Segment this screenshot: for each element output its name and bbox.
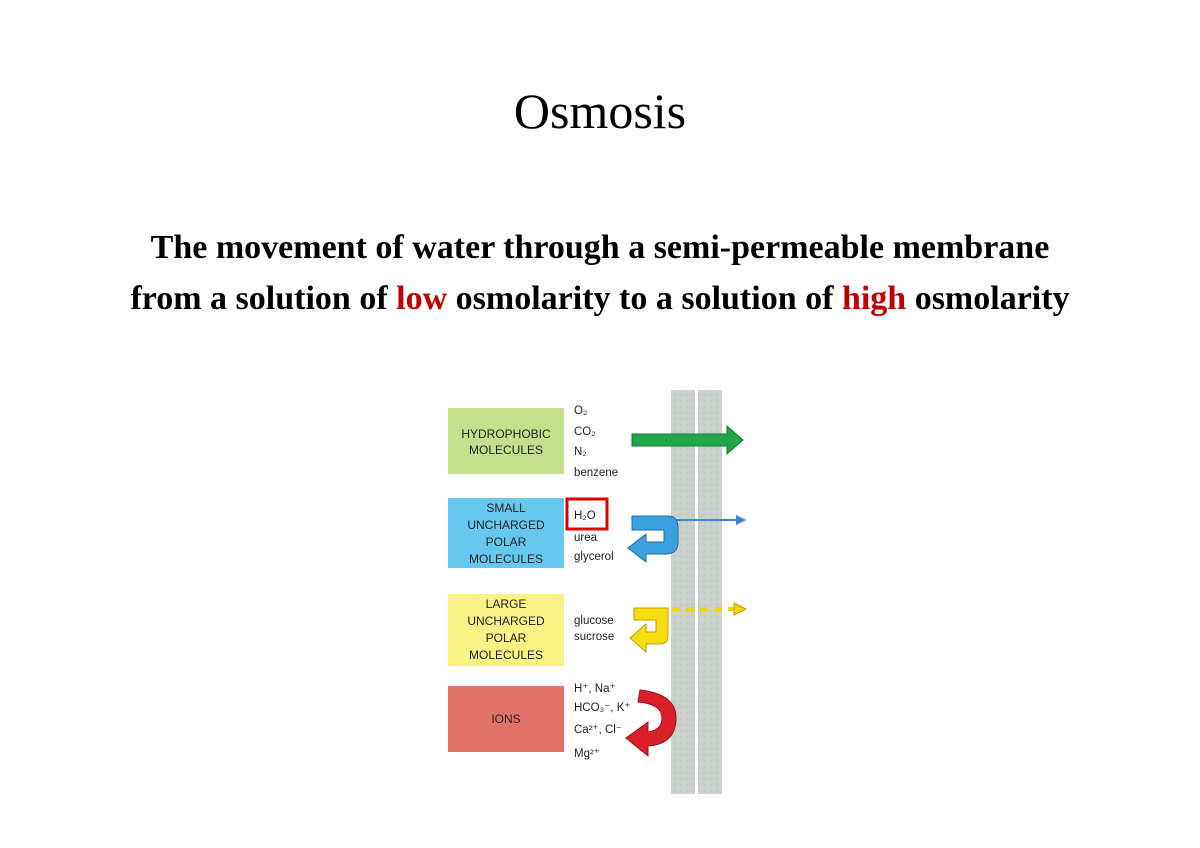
membrane-layer-left bbox=[671, 390, 695, 794]
molecule-glycerol: glycerol bbox=[574, 551, 614, 563]
large-polar-label-1: LARGE bbox=[486, 597, 527, 611]
ion-h-na: H⁺, Na⁺ bbox=[574, 683, 616, 695]
small-polar-label-1: SMALL bbox=[486, 501, 526, 515]
molecule-urea: urea bbox=[574, 532, 598, 544]
ion-ca-cl: Ca²⁺, Cl⁻ bbox=[574, 724, 622, 736]
small-polar-label-2: UNCHARGED bbox=[467, 518, 545, 532]
water-pass-arrowhead bbox=[736, 515, 746, 525]
molecule-benzene: benzene bbox=[574, 467, 618, 479]
highlight-low: low bbox=[396, 280, 448, 317]
definition-part-2: osmolarity to a solution of bbox=[447, 280, 842, 317]
ions-label: IONS bbox=[491, 712, 520, 726]
molecule-sucrose: sucrose bbox=[574, 631, 614, 643]
molecule-glucose: glucose bbox=[574, 615, 614, 627]
hydrophobic-label-2: MOLECULES bbox=[469, 443, 543, 457]
small-polar-label-4: MOLECULES bbox=[469, 552, 543, 566]
definition-text: The movement of water through a semi-per… bbox=[120, 222, 1080, 324]
ions-box bbox=[448, 686, 564, 752]
sugar-reflect-arrow bbox=[629, 607, 669, 654]
large-polar-box bbox=[448, 594, 564, 666]
h2o-highlight-box bbox=[565, 497, 609, 531]
slide-title: Osmosis bbox=[513, 83, 687, 139]
large-polar-label-2: UNCHARGED bbox=[467, 614, 545, 628]
ion-mg: Mg²⁺ bbox=[574, 748, 600, 760]
pass-through-arrow bbox=[631, 424, 744, 456]
ion-reflect-arrow bbox=[625, 689, 677, 758]
small-polar-label-3: POLAR bbox=[486, 535, 527, 549]
membrane-layer-right bbox=[698, 390, 722, 794]
molecule-n2: N₂ bbox=[574, 446, 587, 458]
molecule-h2o: H₂O bbox=[574, 510, 596, 522]
hydrophobic-box bbox=[448, 408, 564, 474]
polar-reflect-arrow bbox=[627, 515, 679, 564]
large-polar-label-3: POLAR bbox=[486, 631, 527, 645]
membrane-permeability-figure: HYDROPHOBIC MOLECULES O₂ CO₂ N₂ benzene … bbox=[440, 388, 770, 798]
molecule-co2: CO₂ bbox=[574, 426, 596, 438]
definition-part-3: osmolarity bbox=[906, 280, 1070, 317]
ion-hco3-k: HCO₃⁻, K⁺ bbox=[574, 702, 630, 714]
definition-part-1: The movement of water through a semi-per… bbox=[130, 229, 1050, 317]
highlight-high: high bbox=[841, 280, 907, 317]
small-polar-box bbox=[448, 498, 564, 568]
large-polar-label-4: MOLECULES bbox=[469, 648, 543, 662]
sugar-trace-arrowhead bbox=[733, 602, 748, 616]
hydrophobic-label-1: HYDROPHOBIC bbox=[461, 427, 551, 441]
molecule-o2: O₂ bbox=[574, 405, 587, 417]
